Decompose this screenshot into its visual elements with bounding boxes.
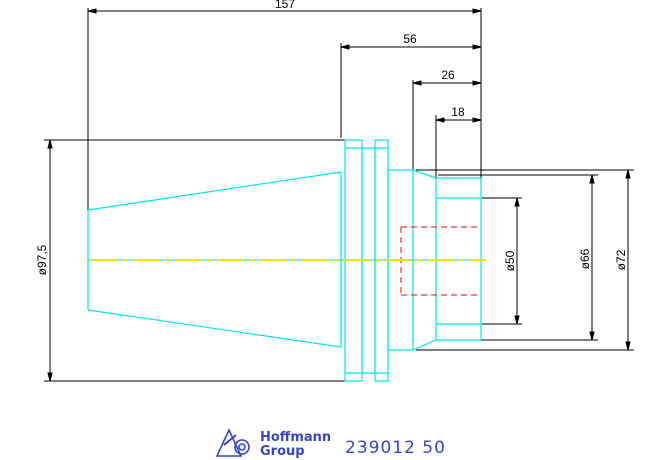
dimension-lines [44,8,634,382]
dim-length-18: 18 [451,105,465,119]
dim-length-56: 56 [403,32,417,46]
dim-dia-66: ø66 [578,248,592,269]
dim-dia-50: ø50 [503,250,517,271]
brand-line-1: Hoffmann [260,430,331,445]
part-number: 239012 50 [345,438,446,458]
dim-overall-length: 157 [275,0,295,11]
dim-dia-97-5: ø97,5 [35,244,49,275]
dim-length-26: 26 [441,68,455,82]
dim-dia-72: ø72 [614,249,628,270]
hoffmann-group-logo: Hoffmann Group [215,428,331,459]
brand-line-2: Group [260,444,305,459]
